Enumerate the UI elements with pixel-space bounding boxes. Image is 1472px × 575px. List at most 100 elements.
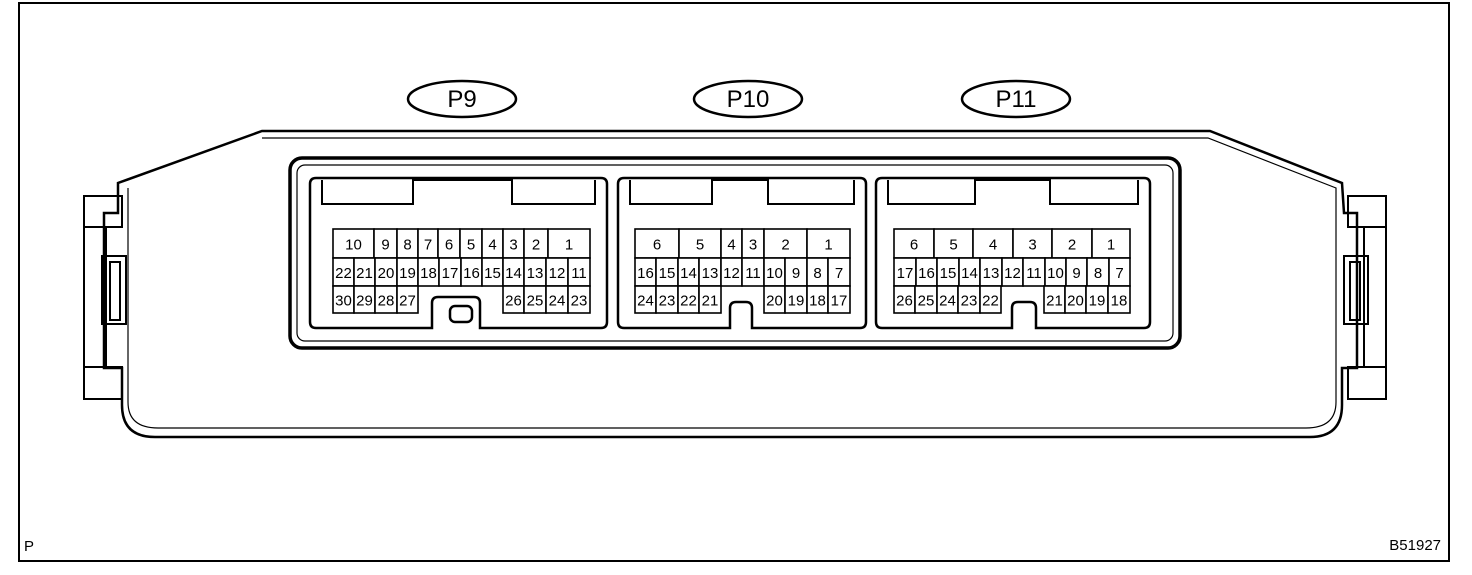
pin-number: 19 (399, 265, 416, 282)
pin-number: 9 (1072, 265, 1080, 282)
pin-number: 9 (792, 265, 800, 282)
ecu-housing-inner-line (127, 137, 1337, 429)
pin-cell (893, 228, 935, 259)
connector-latch (321, 179, 596, 205)
pin-cell (972, 228, 1014, 259)
pin-number: 14 (680, 265, 697, 282)
pin-number: 1 (1107, 237, 1115, 254)
pin-number: 5 (696, 237, 704, 254)
pin-number: 18 (809, 293, 826, 310)
connector-body (616, 176, 868, 330)
pin-number: 26 (896, 293, 913, 310)
pin-number: 13 (702, 265, 719, 282)
connector-bay-outer (288, 156, 1182, 350)
pin-cell (979, 285, 1002, 314)
pin-number: 1 (565, 237, 573, 254)
connector-latch (629, 179, 855, 205)
pin-number: 22 (335, 265, 352, 282)
pin-number: 3 (509, 237, 517, 254)
pin-number: 6 (445, 237, 453, 254)
pin-number: 21 (356, 265, 373, 282)
pin-number: 4 (989, 237, 997, 254)
pin-number: 15 (940, 265, 957, 282)
pin-number: 17 (897, 265, 914, 282)
pin-number: 10 (345, 237, 362, 254)
pin-number: 9 (381, 237, 389, 254)
key-slot (448, 304, 474, 324)
pin-number: 27 (399, 293, 416, 310)
pin-cell (396, 285, 419, 314)
connector-label-oval (960, 79, 1072, 119)
pin-number: 7 (835, 265, 843, 282)
pin-number: 16 (463, 265, 480, 282)
pin-number: 12 (549, 265, 566, 282)
left-mounting-flange (83, 195, 127, 400)
pin-number: 8 (403, 237, 411, 254)
pin-cell (1107, 285, 1131, 314)
pin-number: 15 (659, 265, 676, 282)
pin-number: 12 (723, 265, 740, 282)
pin-number: 19 (788, 293, 805, 310)
pin-cell (827, 285, 851, 314)
pin-number: 20 (1067, 293, 1084, 310)
pin-number: 3 (1028, 237, 1036, 254)
pin-number: 22 (680, 293, 697, 310)
pin-number: 2 (1068, 237, 1076, 254)
pin-cell (634, 228, 680, 259)
pin-cell (332, 228, 375, 259)
figure-code: B51927 (1389, 537, 1441, 554)
pin-number: 18 (1111, 293, 1128, 310)
pin-number: 26 (505, 293, 522, 310)
pin-number: 10 (766, 265, 783, 282)
pin-cell (698, 285, 722, 314)
pin-number: 8 (1094, 265, 1102, 282)
pin-number: 16 (637, 265, 654, 282)
pin-number: 18 (420, 265, 437, 282)
pin-number: 24 (549, 293, 566, 310)
pin-number: 19 (1089, 293, 1106, 310)
pin-number: 21 (702, 293, 719, 310)
pin-number: 25 (527, 293, 544, 310)
pin-number: 14 (961, 265, 978, 282)
connector-label-oval (406, 79, 518, 119)
pin-number: 23 (659, 293, 676, 310)
pin-cell (567, 285, 591, 314)
pin-number: 7 (1115, 265, 1123, 282)
pin-cell (678, 228, 722, 259)
figure-frame (18, 2, 1450, 562)
connector-label: P9 (447, 86, 476, 113)
pin-number: 14 (505, 265, 522, 282)
pin-number: 2 (781, 237, 789, 254)
pin-number: 17 (442, 265, 459, 282)
pin-number: 20 (378, 265, 395, 282)
corner-code-left: P (24, 538, 34, 555)
pin-number: 24 (939, 293, 956, 310)
connector-label: P11 (996, 86, 1037, 113)
pin-cell (806, 228, 851, 259)
pin-number: 4 (727, 237, 735, 254)
pin-number: 5 (949, 237, 957, 254)
pin-number: 28 (378, 293, 395, 310)
pin-number: 1 (824, 237, 832, 254)
pin-number: 10 (1047, 265, 1064, 282)
pin-number: 16 (918, 265, 935, 282)
pin-number: 4 (488, 237, 496, 254)
pin-number: 22 (982, 293, 999, 310)
pin-number: 11 (571, 265, 587, 282)
pin-number: 7 (424, 237, 432, 254)
pin-number: 6 (910, 237, 918, 254)
right-mounting-flange (1343, 195, 1387, 400)
pin-number: 15 (484, 265, 501, 282)
connector-body (874, 176, 1152, 330)
pin-number: 8 (813, 265, 821, 282)
connector-label-oval (692, 79, 804, 119)
pin-number: 11 (1026, 265, 1042, 282)
pin-number: 13 (527, 265, 544, 282)
pin-number: 6 (653, 237, 661, 254)
pin-number: 23 (961, 293, 978, 310)
connector-label: P10 (727, 86, 770, 113)
